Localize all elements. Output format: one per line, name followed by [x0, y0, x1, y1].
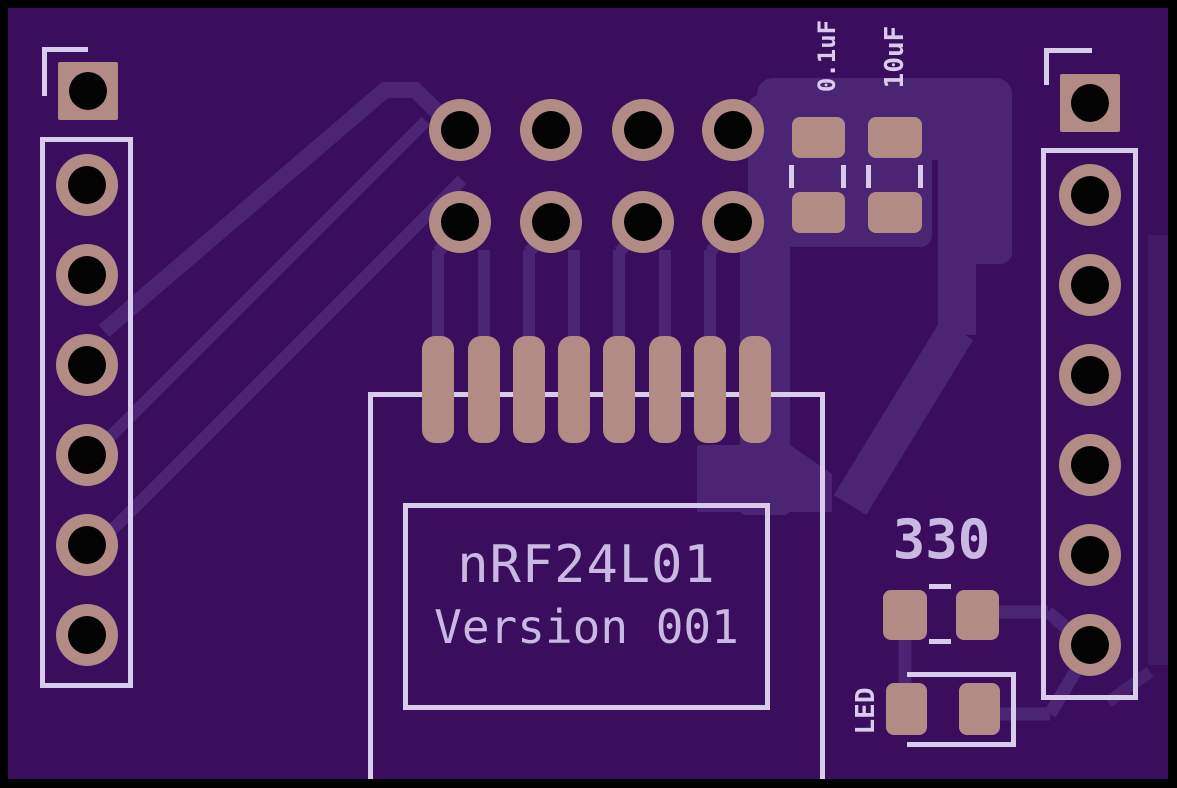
left-header-outline	[40, 137, 133, 688]
board-edge-bottom	[0, 779, 1177, 788]
breakout-hole-r1-c4	[702, 99, 764, 161]
trace-right-column	[938, 88, 1012, 264]
module-finger-pad-5	[603, 336, 635, 443]
drill-hole	[532, 111, 570, 149]
module-finger-pad-8	[739, 336, 771, 443]
left-header-pad-4	[56, 334, 118, 396]
drill-hole	[1071, 176, 1109, 214]
right-header-pad-3	[1059, 254, 1121, 316]
module-outline	[368, 392, 825, 788]
left-header-pad-5	[56, 424, 118, 486]
breakout-hole-r2-c1	[429, 191, 491, 253]
cap1-left-tick	[789, 165, 794, 188]
left-header-pad-6	[56, 514, 118, 576]
drill-hole	[1071, 356, 1109, 394]
module-text-box	[403, 503, 770, 710]
right-header-pad-4	[1059, 344, 1121, 406]
breakout-hole-r1-c3	[612, 99, 674, 161]
drill-hole	[69, 72, 107, 110]
drill-hole	[441, 111, 479, 149]
left-header-pad-2	[56, 154, 118, 216]
right-header-pad-6	[1059, 524, 1121, 586]
drill-hole	[68, 436, 106, 474]
led-outline	[907, 672, 1016, 747]
capacitor-pad-3	[868, 117, 922, 158]
capacitor-pad-1	[792, 117, 845, 158]
module-title-text: nRF24L01	[457, 535, 716, 595]
drill-hole	[624, 111, 662, 149]
breakout-hole-r2-c2	[520, 191, 582, 253]
drill-hole	[68, 166, 106, 204]
breakout-hole-r1-c2	[520, 99, 582, 161]
drill-hole	[1071, 446, 1109, 484]
drill-hole	[441, 203, 479, 241]
cap1-right-tick	[841, 165, 846, 188]
drill-hole	[714, 111, 752, 149]
drill-hole	[1071, 84, 1109, 122]
trace-thin-diagonal-1	[87, 116, 431, 460]
cap2-right-tick	[918, 165, 923, 188]
trace-thin-diagonal-2	[87, 175, 467, 555]
board-edge-right	[1168, 0, 1177, 788]
module-finger-pad-6	[649, 336, 681, 443]
trace-diagonal-band	[833, 320, 974, 515]
drill-hole	[532, 203, 570, 241]
capacitor-1-label: 0.1uF	[813, 19, 841, 93]
trace-blob	[697, 445, 832, 512]
led-pad-1	[886, 683, 927, 735]
drill-hole	[68, 346, 106, 384]
right-header-pad-7	[1059, 614, 1121, 676]
drill-hole	[714, 203, 752, 241]
module-finger-pad-7	[694, 336, 726, 443]
drill-hole	[1071, 536, 1109, 574]
module-finger-pad-2	[468, 336, 500, 443]
right-header-pin1-pad	[1060, 74, 1120, 132]
capacitor-pad-4	[868, 192, 922, 233]
drill-hole	[68, 616, 106, 654]
drill-hole	[68, 256, 106, 294]
left-header-pin1-mark	[42, 47, 88, 96]
board-edge-left	[0, 0, 8, 788]
cap2-left-tick	[866, 165, 871, 188]
resistor-pad-1	[883, 590, 927, 640]
module-finger-pad-1	[422, 336, 454, 443]
led-pad-2	[959, 683, 1000, 735]
trace-thick-diagonal	[98, 82, 458, 338]
right-header-pin1-mark	[1044, 48, 1092, 85]
drill-hole	[1071, 626, 1109, 664]
left-header-pin1-pad	[58, 62, 118, 120]
resistor-bottom-tick	[929, 639, 951, 644]
trace-right-edge	[1148, 235, 1168, 665]
left-header-pad-3	[56, 244, 118, 306]
resistor-value-text: 330	[892, 508, 991, 571]
drill-hole	[68, 526, 106, 564]
breakout-hole-r2-c3	[612, 191, 674, 253]
left-header-pad-7	[56, 604, 118, 666]
right-header-outline	[1041, 148, 1138, 700]
drill-hole	[1071, 266, 1109, 304]
breakout-hole-r2-c4	[702, 191, 764, 253]
resistor-top-tick	[929, 584, 951, 589]
module-finger-pad-3	[513, 336, 545, 443]
module-finger-pad-4	[558, 336, 590, 443]
right-header-pad-5	[1059, 434, 1121, 496]
capacitor-pad-2	[792, 192, 845, 233]
breakout-hole-r1-c1	[429, 99, 491, 161]
trace-step	[938, 250, 976, 335]
module-version-text: Version 001	[434, 600, 739, 654]
board-edge-top	[0, 0, 1177, 8]
drill-hole	[624, 203, 662, 241]
capacitor-2-label: 10uF	[880, 25, 910, 89]
right-header-pad-2	[1059, 164, 1121, 226]
led-label: LED	[851, 687, 881, 735]
resistor-pad-2	[956, 590, 999, 640]
